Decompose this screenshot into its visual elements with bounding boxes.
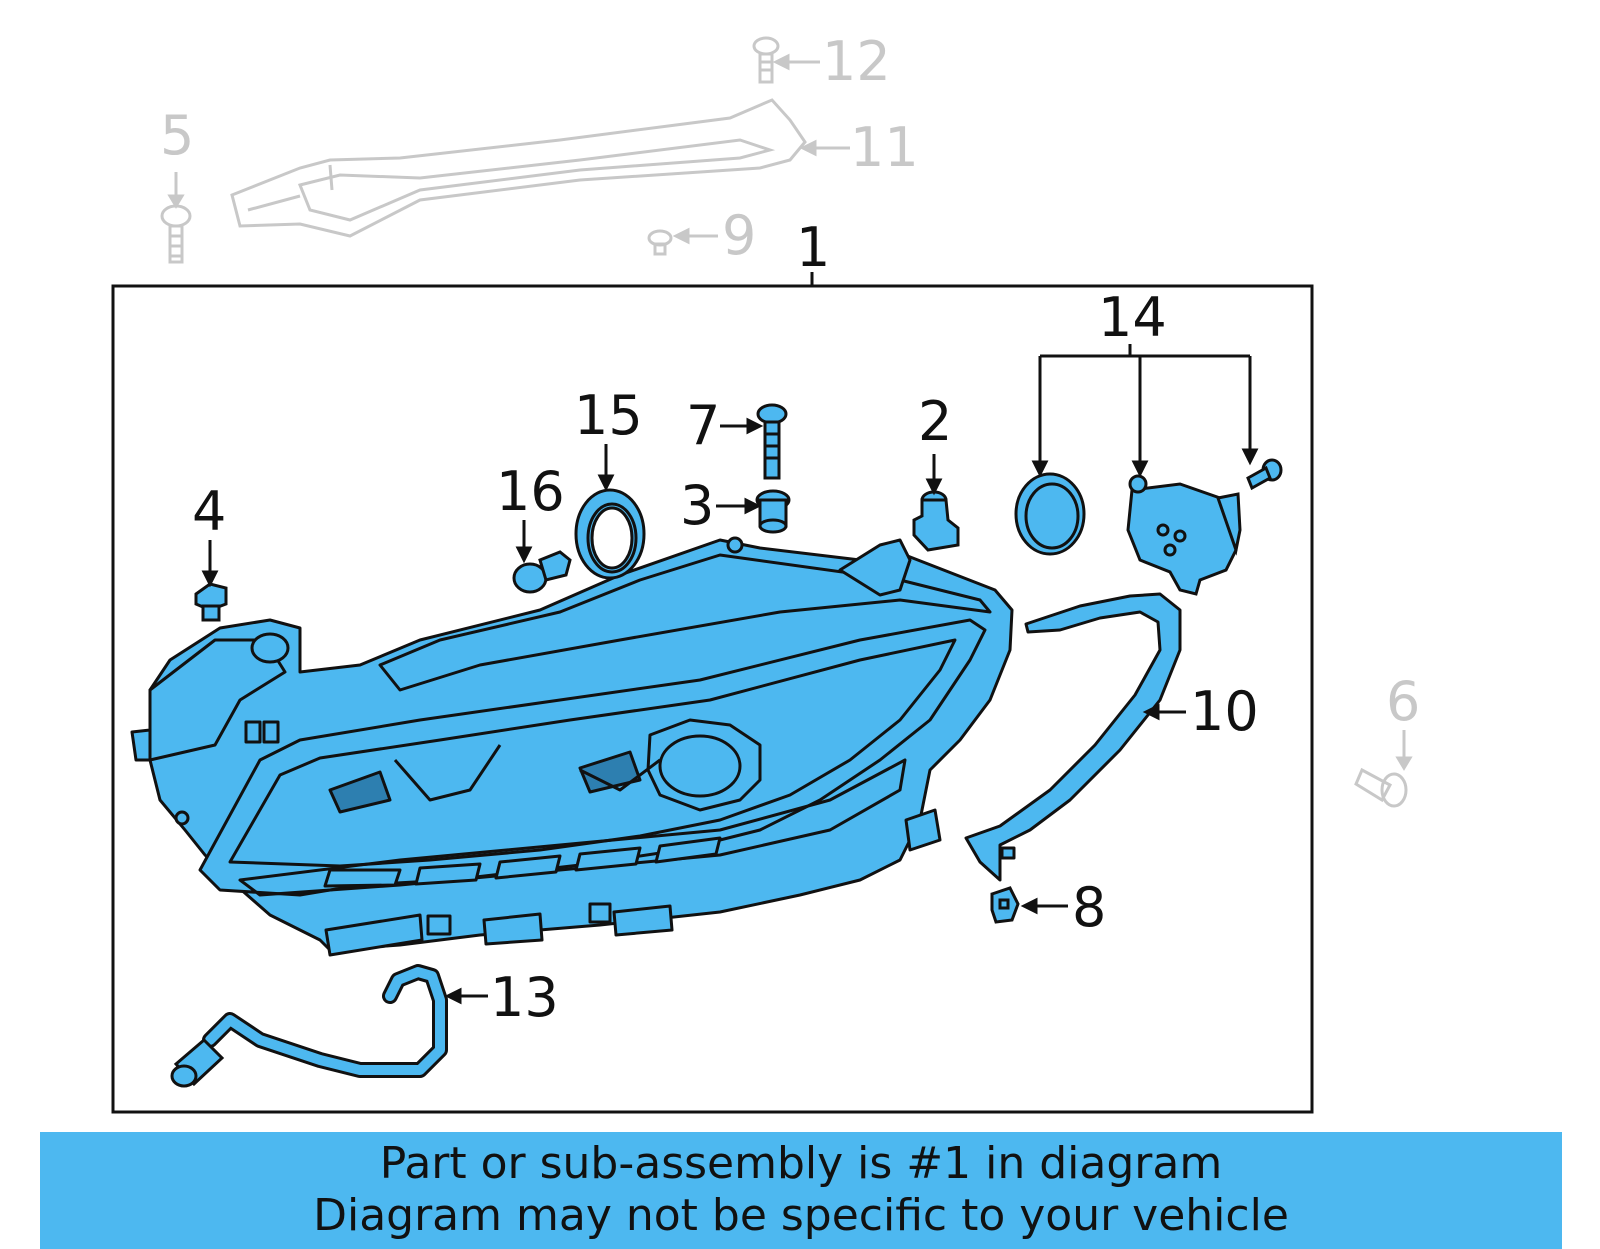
headlamp-housing bbox=[130, 536, 1014, 957]
callout-13: 13 bbox=[490, 966, 559, 1029]
trim-strip-part-10 bbox=[964, 592, 1182, 882]
callout-14: 14 bbox=[1098, 286, 1167, 349]
bolt-part-5 bbox=[160, 204, 192, 264]
info-banner: Part or sub-assembly is #1 in diagram Di… bbox=[40, 1132, 1562, 1249]
clip-part-2 bbox=[912, 490, 960, 552]
callout-2: 2 bbox=[918, 390, 952, 453]
assembly-box bbox=[111, 284, 1314, 1114]
seal-part-14 bbox=[1014, 472, 1086, 556]
wiring-harness-part-13 bbox=[170, 964, 448, 1088]
callout-6: 6 bbox=[1386, 670, 1420, 733]
callout-11: 11 bbox=[850, 116, 919, 179]
callout-16: 16 bbox=[496, 460, 565, 523]
callout-1: 1 bbox=[796, 216, 830, 279]
callout-12: 12 bbox=[822, 30, 891, 93]
clip-part-9 bbox=[647, 229, 673, 256]
module-part-14 bbox=[1126, 474, 1242, 596]
callout-3: 3 bbox=[680, 474, 714, 537]
bolt-part-12 bbox=[752, 36, 780, 84]
bolt-part-6 bbox=[1354, 767, 1408, 808]
banner-line-1: Part or sub-assembly is #1 in diagram bbox=[379, 1138, 1223, 1189]
nut-part-4 bbox=[194, 582, 228, 622]
callout-5: 5 bbox=[160, 104, 194, 167]
callout-15: 15 bbox=[574, 384, 643, 447]
callout-9: 9 bbox=[722, 204, 756, 267]
callout-8: 8 bbox=[1072, 876, 1106, 939]
callout-4: 4 bbox=[192, 480, 226, 543]
banner-line-2: Diagram may not be specific to your vehi… bbox=[313, 1190, 1289, 1241]
bulb-part-16 bbox=[512, 550, 572, 594]
dim-leader-arrows bbox=[167, 53, 1413, 771]
leader-arrows bbox=[201, 344, 1259, 1005]
grommet-part-3 bbox=[755, 489, 791, 534]
bracket-part-11 bbox=[230, 98, 807, 238]
bolt-part-7 bbox=[756, 403, 788, 480]
callout-10: 10 bbox=[1190, 680, 1259, 743]
screw-part-14 bbox=[1246, 458, 1283, 491]
clip-nut-part-8 bbox=[990, 886, 1020, 924]
seal-part-15 bbox=[574, 488, 646, 580]
callout-7: 7 bbox=[686, 394, 720, 457]
